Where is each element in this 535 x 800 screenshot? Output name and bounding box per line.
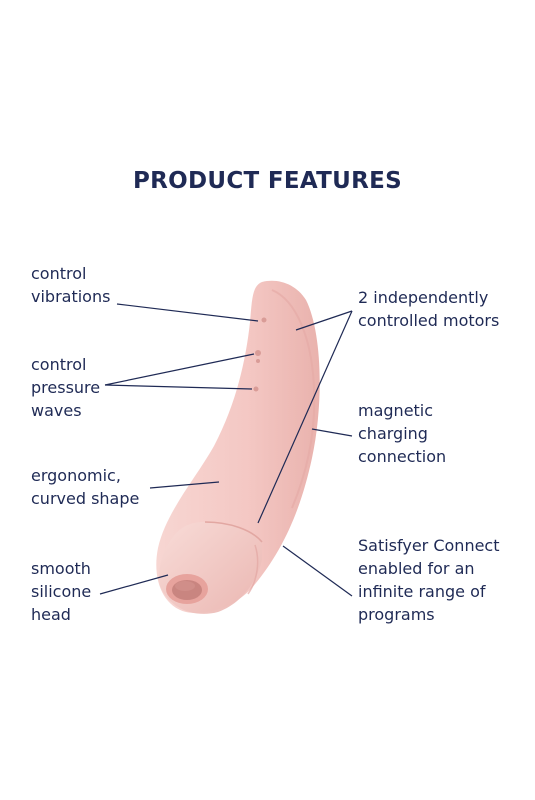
label-ergonomic-shape: ergonomic, curved shape — [31, 466, 140, 508]
button-icon-bottom — [253, 386, 259, 392]
label-control-vibrations: control vibrations — [31, 264, 111, 306]
label-motors: 2 independently controlled motors — [358, 288, 500, 330]
label-silicone-head: smooth silicone head — [31, 559, 92, 624]
label-satisfyer-connect: Satisfyer Connect enabled for an infinit… — [358, 536, 500, 624]
label-control-pressure-waves: control pressure waves — [31, 355, 101, 420]
button-icon-top — [261, 317, 267, 323]
device-side-ridge — [271, 289, 316, 509]
leader-lines — [99, 303, 353, 597]
page-title: PRODUCT FEATURES — [132, 168, 403, 194]
label-magnetic-charging: magnetic charging connection — [358, 401, 447, 466]
button-icon-middle — [255, 350, 261, 356]
